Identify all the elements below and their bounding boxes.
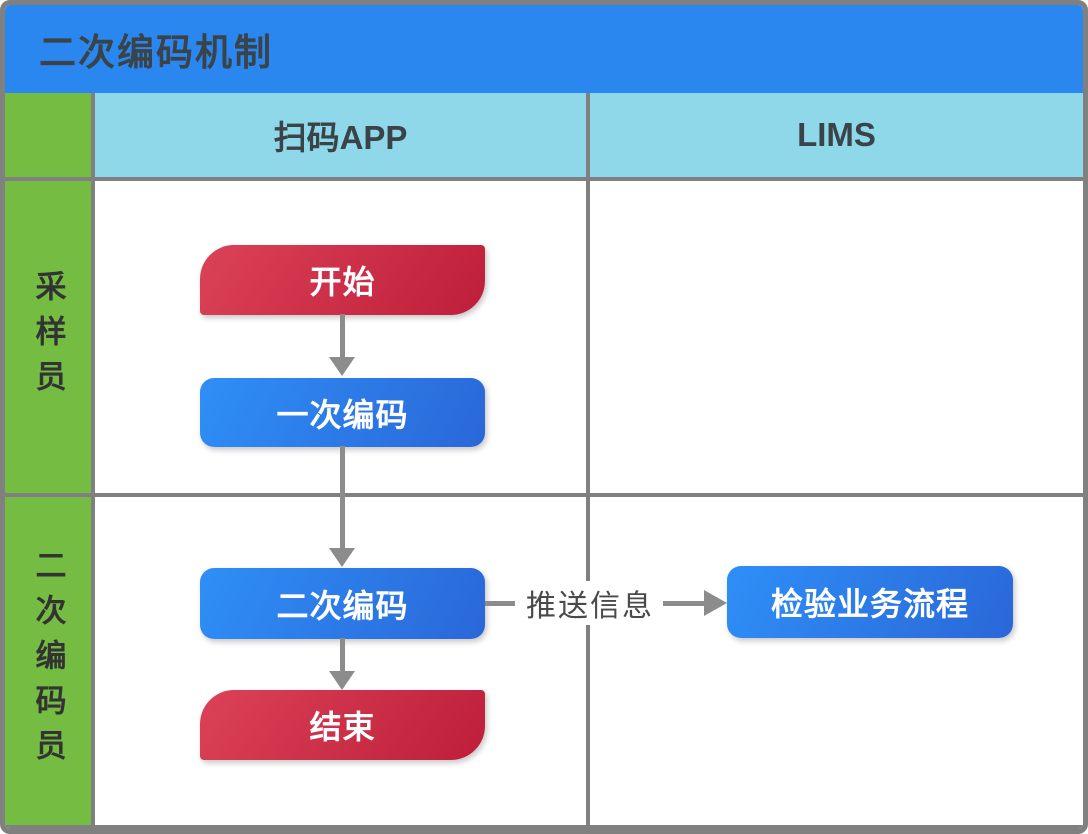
swimlane-grid: 扫码APP LIMS 采样员 二次编码员: [5, 93, 1083, 829]
content-cell-coder-lims: [590, 497, 1083, 825]
page-title: 二次编码机制: [39, 32, 273, 73]
content-cell-sampler-app: [95, 181, 586, 493]
title-bar: 二次编码机制: [5, 5, 1083, 93]
lane-cell-secondary-coder: 二次编码员: [5, 497, 91, 825]
column-header-scan-app: 扫码APP: [95, 93, 586, 177]
content-cell-coder-app: [95, 497, 586, 825]
corner-cell: [5, 93, 91, 177]
column-header-lims: LIMS: [590, 93, 1083, 177]
lane-cell-sampler: 采样员: [5, 181, 91, 493]
content-cell-sampler-lims: [590, 181, 1083, 493]
lane-label-sampler: 采样员: [30, 269, 66, 405]
lane-label-secondary-coder: 二次编码员: [30, 548, 66, 774]
